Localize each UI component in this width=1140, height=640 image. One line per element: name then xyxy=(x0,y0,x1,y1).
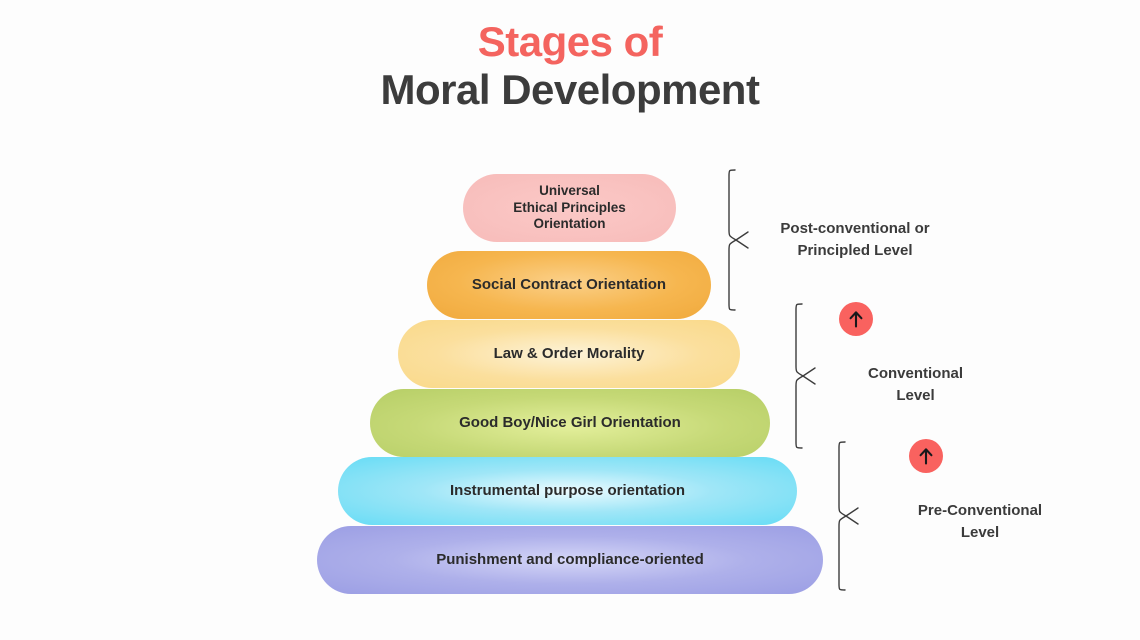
pyramid-stage-label: Good Boy/Nice Girl Orientation xyxy=(459,413,681,431)
stage-label-line: Orientation xyxy=(533,216,606,232)
pyramid-stage-label: Punishment and compliance-oriented xyxy=(436,550,704,568)
arrow-up-badge-conventional xyxy=(839,302,873,336)
level-label-line: Post-conventional or xyxy=(780,220,930,237)
level-label-line: Conventional xyxy=(867,365,963,382)
title-line-main: Moral Development xyxy=(380,66,760,114)
level-label-post-conventional: Post-conventional or Principled Level xyxy=(760,218,950,262)
brace-conventional xyxy=(793,302,819,450)
pyramid-stage-label: Universal Ethical Principles Orientation xyxy=(503,183,636,234)
arrow-up-icon xyxy=(918,447,934,465)
brace-pre-conventional xyxy=(836,440,862,592)
arrow-up-icon xyxy=(848,310,864,328)
pyramid-stage-social-contract[interactable]: Social Contract Orientation xyxy=(427,251,711,319)
pyramid-stage-good-boy-nice-girl[interactable]: Good Boy/Nice Girl Orientation xyxy=(370,389,770,457)
pyramid-stage-label: Instrumental purpose orientation xyxy=(449,481,686,499)
pyramid-stage-punishment-compliance[interactable]: Punishment and compliance-oriented xyxy=(317,526,823,594)
pyramid-stage-label: Social Contract Orientation xyxy=(471,275,667,293)
stage-label-line: Universal xyxy=(539,182,600,198)
pyramid-stage-instrumental-purpose[interactable]: Instrumental purpose orientation xyxy=(338,457,797,525)
title-line-accent: Stages of xyxy=(477,18,663,65)
level-label-line: Level xyxy=(960,523,1000,541)
stage-label-line: Ethical Principles xyxy=(513,199,626,215)
level-label-line: Pre-Conventional xyxy=(917,502,1043,519)
level-label-pre-conventional: Pre-Conventional Level xyxy=(890,500,1070,544)
pyramid-stage-universal-ethical-principles[interactable]: Universal Ethical Principles Orientation xyxy=(463,174,676,242)
arrow-up-badge-pre-conventional xyxy=(909,439,943,473)
pyramid-stage-law-and-order[interactable]: Law & Order Morality xyxy=(398,320,740,388)
brace-post-conventional xyxy=(726,168,752,312)
level-label-conventional: Conventional Level xyxy=(838,363,993,407)
level-label-line: Principled Level xyxy=(797,241,913,259)
level-label-line: Level xyxy=(896,386,935,404)
page-title: Stages of Moral Development xyxy=(0,18,1140,117)
pyramid-stage-label: Law & Order Morality xyxy=(493,344,645,362)
